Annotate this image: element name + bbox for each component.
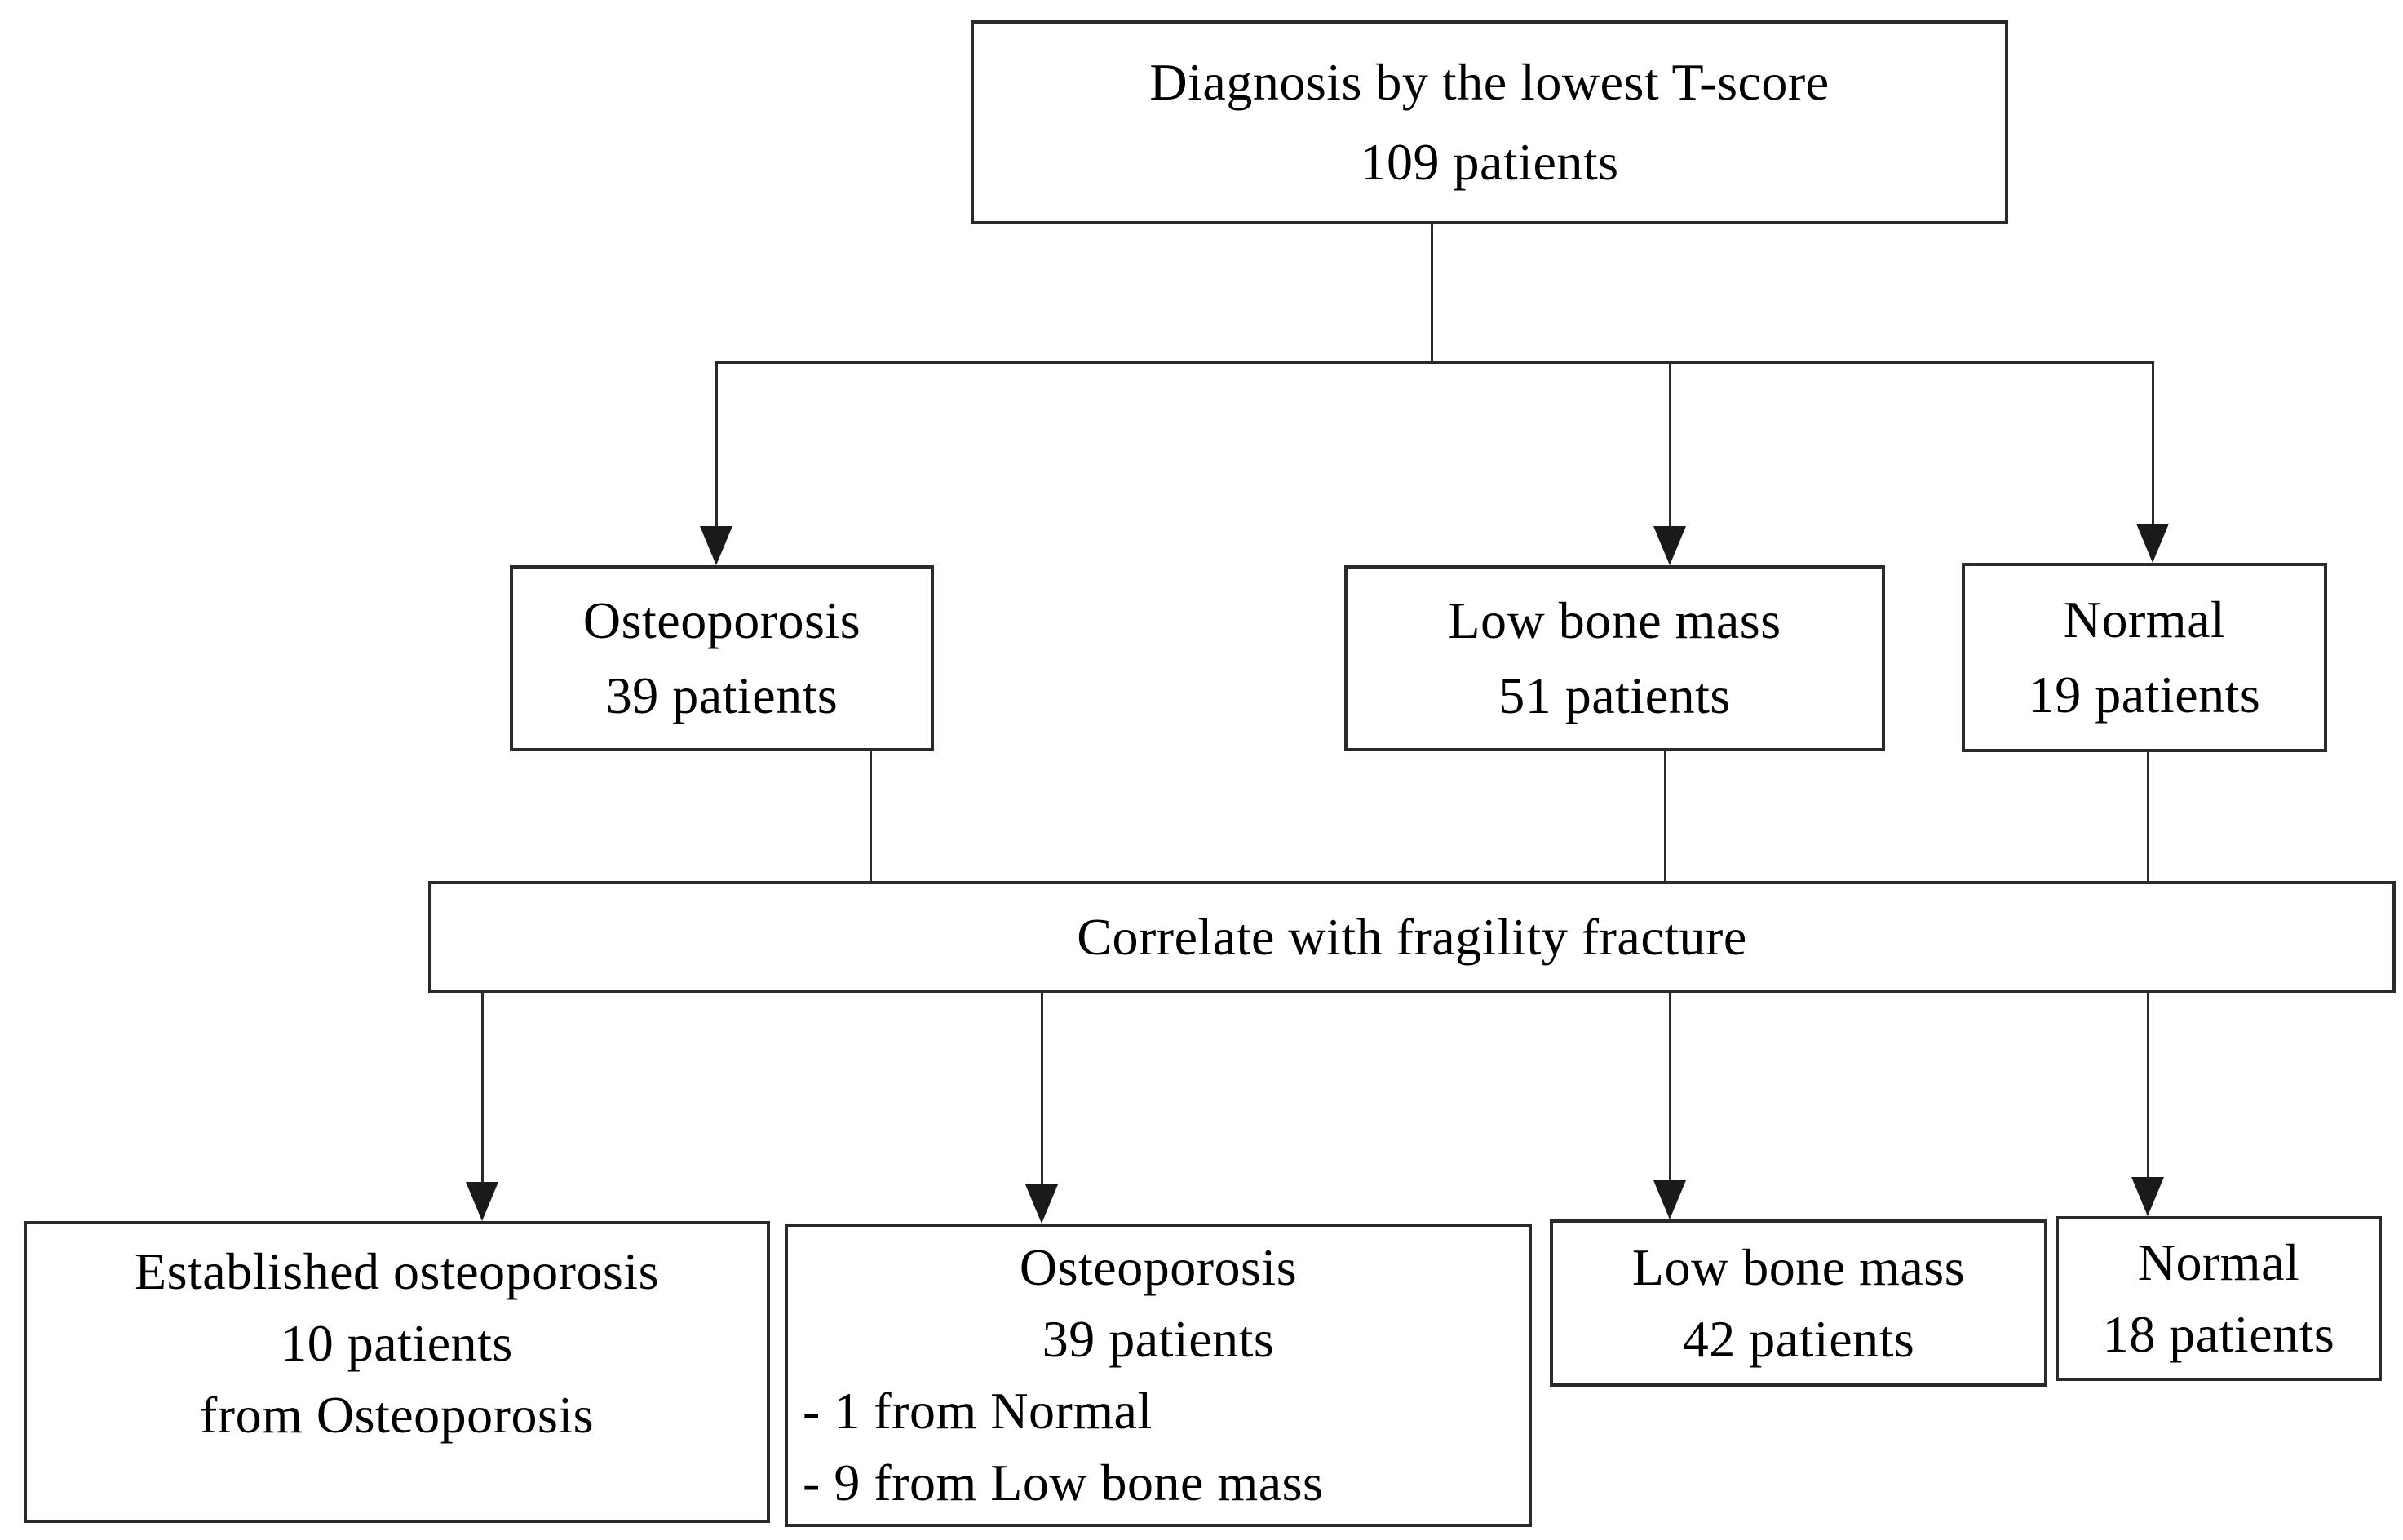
node-count: 39 patients [1042,1310,1275,1368]
node-normal-final: Normal 18 patients [2056,1216,2382,1381]
node-count: 19 patients [2028,666,2261,724]
arrowhead-osteoporosis-final [1025,1184,1058,1224]
connector-low-bone-mass-to-correlate [1664,750,1666,883]
node-count: 51 patients [1498,666,1731,724]
node-count: 109 patients [1360,133,1619,191]
node-count: 42 patients [1682,1309,1915,1368]
node-osteoporosis: Osteoporosis 39 patients [510,565,934,751]
connector-split-bar [715,361,2154,364]
connector-root-stem [1431,224,1433,361]
connector-root-to-normal [2152,361,2154,525]
node-count: 10 patients [281,1314,513,1372]
node-established-osteoporosis: Established osteoporosis 10 patients fro… [24,1221,770,1523]
node-low-bone-mass-final: Low bone mass 42 patients [1550,1219,2047,1387]
arrowhead-osteoporosis [700,526,732,565]
node-correlate-fragility-fracture: Correlate with fragility fracture [428,881,2396,993]
connector-root-to-low-bone-mass [1669,361,1671,528]
node-title: Normal [2063,591,2226,648]
node-title: Osteoporosis [582,591,861,649]
node-diagnosis-root: Diagnosis by the lowest T-score 109 pati… [971,20,2008,224]
node-count: 39 patients [605,666,839,724]
arrowhead-low-bone-mass-final [1653,1180,1686,1219]
node-title: Established osteoporosis [134,1242,660,1300]
arrowhead-normal [2136,524,2169,563]
node-osteoporosis-final: Osteoporosis 39 patients - 1 from Normal… [785,1224,1532,1527]
node-title: Low bone mass [1448,591,1781,649]
arrowhead-normal-final [2131,1177,2164,1216]
node-title: Normal [2137,1233,2300,1291]
connector-osteoporosis-to-correlate [870,750,872,883]
arrowhead-low-bone-mass [1653,526,1686,565]
node-source: from Osteoporosis [199,1386,595,1444]
node-count: 18 patients [2102,1305,2335,1363]
connector-correlate-to-established [481,992,484,1183]
node-title: Low bone mass [1631,1237,1966,1296]
connector-correlate-to-low-bone-mass-final [1669,992,1671,1181]
node-source-low-bone-mass: - 9 from Low bone mass [803,1454,1324,1511]
node-normal: Normal 19 patients [1962,563,2327,752]
connector-correlate-to-normal-final [2147,992,2149,1179]
arrowhead-established [466,1182,498,1221]
node-title: Diagnosis by the lowest T-score [1149,53,1830,111]
connector-normal-to-correlate [2147,750,2149,883]
node-title: Correlate with fragility fracture [1077,908,1747,966]
node-title: Osteoporosis [1019,1238,1298,1296]
node-source-normal: - 1 from Normal [803,1382,1153,1440]
connector-correlate-to-osteoporosis-final [1041,992,1043,1186]
connector-root-to-osteoporosis [715,361,718,528]
node-low-bone-mass: Low bone mass 51 patients [1344,565,1885,751]
